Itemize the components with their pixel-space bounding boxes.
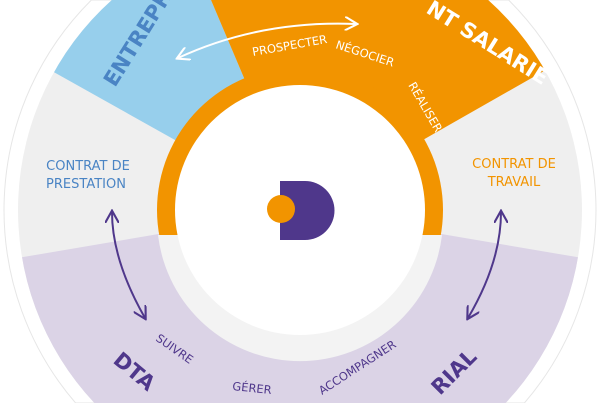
label-contrat-travail-1: CONTRAT DE bbox=[472, 157, 556, 172]
arrow-entreprise-salarie-icon bbox=[178, 24, 356, 58]
verb-gerer: GÉRER bbox=[232, 378, 273, 397]
logo-icon bbox=[267, 181, 335, 240]
label-contrat-prestation-1: CONTRAT DE bbox=[46, 159, 130, 174]
label-contrat-travail-2: TRAVAIL bbox=[487, 175, 541, 190]
arrow-left-icon bbox=[112, 212, 145, 318]
label-contrat-prestation-2: PRESTATION bbox=[46, 177, 126, 192]
arrow-right-icon bbox=[468, 212, 501, 318]
